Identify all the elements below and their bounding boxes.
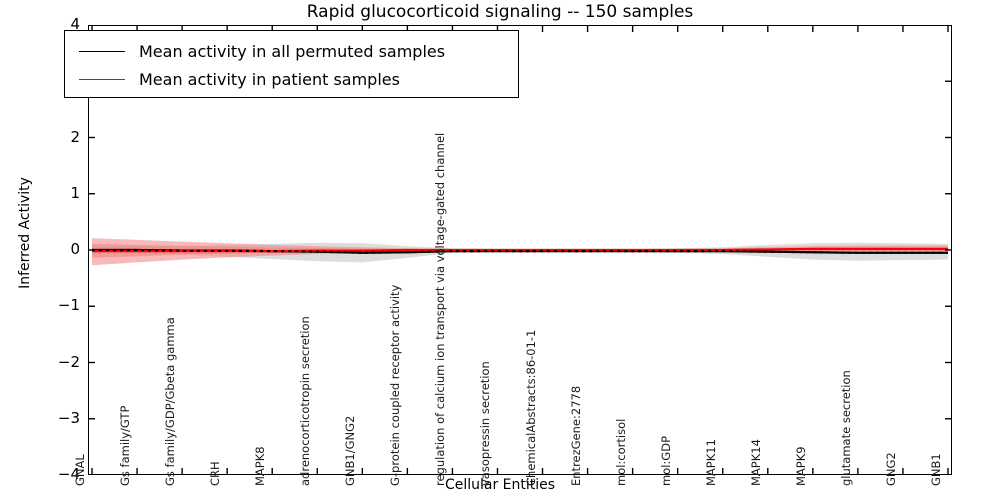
y-tick-label: 2: [70, 127, 80, 146]
x-tick-label: GNG2: [883, 452, 898, 486]
x-tick-label: vasopressin secretion: [478, 361, 493, 486]
x-tick-label: G-protein coupled receptor activity: [388, 284, 403, 486]
legend-item-permuted[interactable]: Mean activity in all permuted samples: [75, 37, 508, 65]
y-tick-label: −3: [57, 408, 80, 427]
legend-label-patient: Mean activity in patient samples: [139, 69, 400, 89]
x-tick-label: MAPK9: [793, 446, 808, 486]
mean-lines: [92, 247, 948, 254]
y-tick-label: 1: [70, 183, 80, 202]
x-axis-label: Cellular Entities: [444, 477, 556, 493]
x-tick-label: MAPK11: [703, 439, 718, 486]
x-tick-label: glutamate secretion: [838, 370, 853, 486]
x-tick-label: mol:cortisol: [613, 418, 628, 486]
x-tick-label: MAPK14: [748, 439, 763, 486]
legend-line-swatch-black: [79, 50, 125, 52]
chart-title: Rapid glucocorticoid signaling -- 150 sa…: [306, 2, 694, 22]
x-tick-label: ChemicalAbstracts:86-01-1: [523, 329, 538, 486]
permuted-sample-dots: [92, 248, 948, 254]
y-tick-label: −4: [57, 465, 80, 483]
x-tick-label: GNAL: [73, 454, 87, 486]
x-tick-label: adrenocorticotropin secretion: [298, 316, 313, 486]
x-tick-label: MAPK8: [253, 446, 268, 486]
legend-line-swatch-red: [79, 78, 125, 80]
x-tick-label: EntrezGene:2778: [568, 385, 583, 486]
x-tick-label: mol:GDP: [658, 435, 673, 486]
y-tick-label: −2: [57, 352, 80, 371]
chart-legend[interactable]: Mean activity in all permuted samples Me…: [64, 30, 519, 98]
y-tick-label: 4: [70, 15, 80, 33]
x-tick-label: regulation of calcium ion transport via …: [433, 132, 448, 486]
plot-area: [88, 25, 952, 475]
y-tick-label: −1: [57, 296, 80, 315]
legend-item-patient[interactable]: Mean activity in patient samples: [75, 65, 508, 93]
x-tick-label: Gs family/GTP: [118, 405, 133, 486]
x-tick-label: Gs family/GDP/Gbeta gamma: [163, 317, 178, 486]
x-tick-label: CRH: [208, 461, 223, 486]
x-tick-label: GNB1: [929, 453, 943, 486]
y-tick-label: 0: [70, 240, 80, 258]
legend-label-permuted: Mean activity in all permuted samples: [139, 41, 446, 61]
x-tick-label: GNB1/GNG2: [343, 415, 358, 486]
